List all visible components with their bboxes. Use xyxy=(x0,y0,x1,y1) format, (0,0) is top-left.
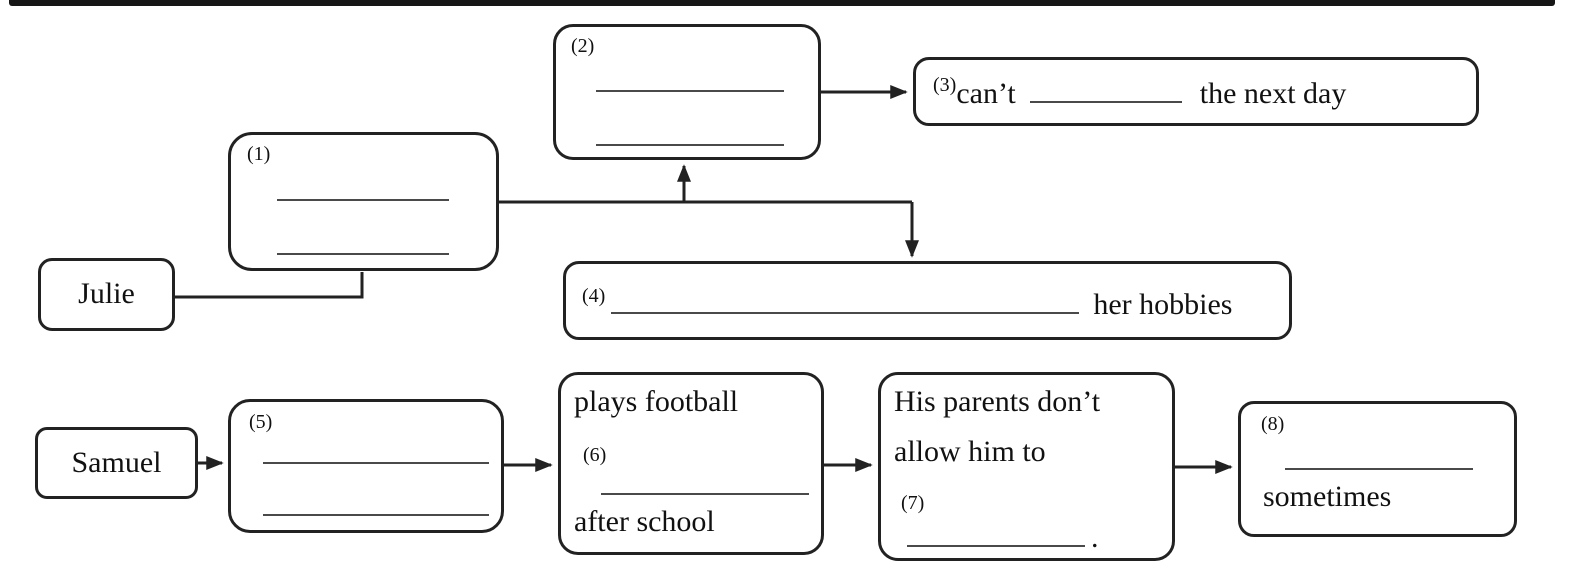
box-3: (3) can’t the next day xyxy=(913,57,1479,126)
samuel-label: Samuel xyxy=(71,445,162,479)
box-3-text-before: can’t xyxy=(956,77,1016,110)
box-6-number: (6) xyxy=(583,444,607,466)
box-6-line3: after school xyxy=(574,505,715,538)
box-4-number: (4) xyxy=(582,285,606,307)
page-top-rule xyxy=(9,0,1555,6)
box-5-number: (5) xyxy=(249,411,273,433)
box-7-number: (7) xyxy=(901,492,925,514)
box-7-line1: His parents don’t xyxy=(894,385,1101,418)
box-8: (8) sometimes xyxy=(1238,401,1517,537)
box-7-line2: allow him to xyxy=(894,435,1046,468)
box-4: (4) her hobbies xyxy=(563,261,1292,340)
box-3-text-after: the next day xyxy=(1199,77,1347,110)
box-7-period: . xyxy=(1091,521,1099,554)
box-6-blank xyxy=(601,493,809,495)
box-2-blank-2 xyxy=(596,144,784,146)
box-1-number: (1) xyxy=(247,143,271,165)
julie-node: Julie xyxy=(38,258,175,331)
box-7: His parents don’t allow him to (7) . xyxy=(878,372,1175,561)
box-3-number: (3) xyxy=(933,74,957,96)
box-4-text-after: her hobbies xyxy=(1093,288,1233,321)
box-1: (1) xyxy=(228,132,499,271)
box-8-text: sometimes xyxy=(1263,480,1392,513)
samuel-node: Samuel xyxy=(35,427,198,499)
julie-label: Julie xyxy=(78,277,135,311)
box-6-line1: plays football xyxy=(574,385,739,418)
box-8-number: (8) xyxy=(1261,413,1285,435)
box-1-blank-2 xyxy=(277,253,449,255)
box-5-blank-1 xyxy=(263,462,489,464)
box-7-blank xyxy=(907,531,1085,547)
connector-julie-to-box1 xyxy=(175,272,364,299)
box-1-blank-1 xyxy=(277,199,449,201)
box-2-number: (2) xyxy=(571,35,595,57)
box-2-blank-1 xyxy=(596,90,784,92)
box-5-blank-2 xyxy=(263,514,489,516)
box-3-blank xyxy=(1029,87,1182,103)
box-5: (5) xyxy=(228,399,504,533)
box-6: plays football (6) after school xyxy=(558,372,824,555)
box-8-blank xyxy=(1285,468,1473,470)
box-4-blank xyxy=(611,298,1080,314)
box-2: (2) xyxy=(553,24,821,160)
